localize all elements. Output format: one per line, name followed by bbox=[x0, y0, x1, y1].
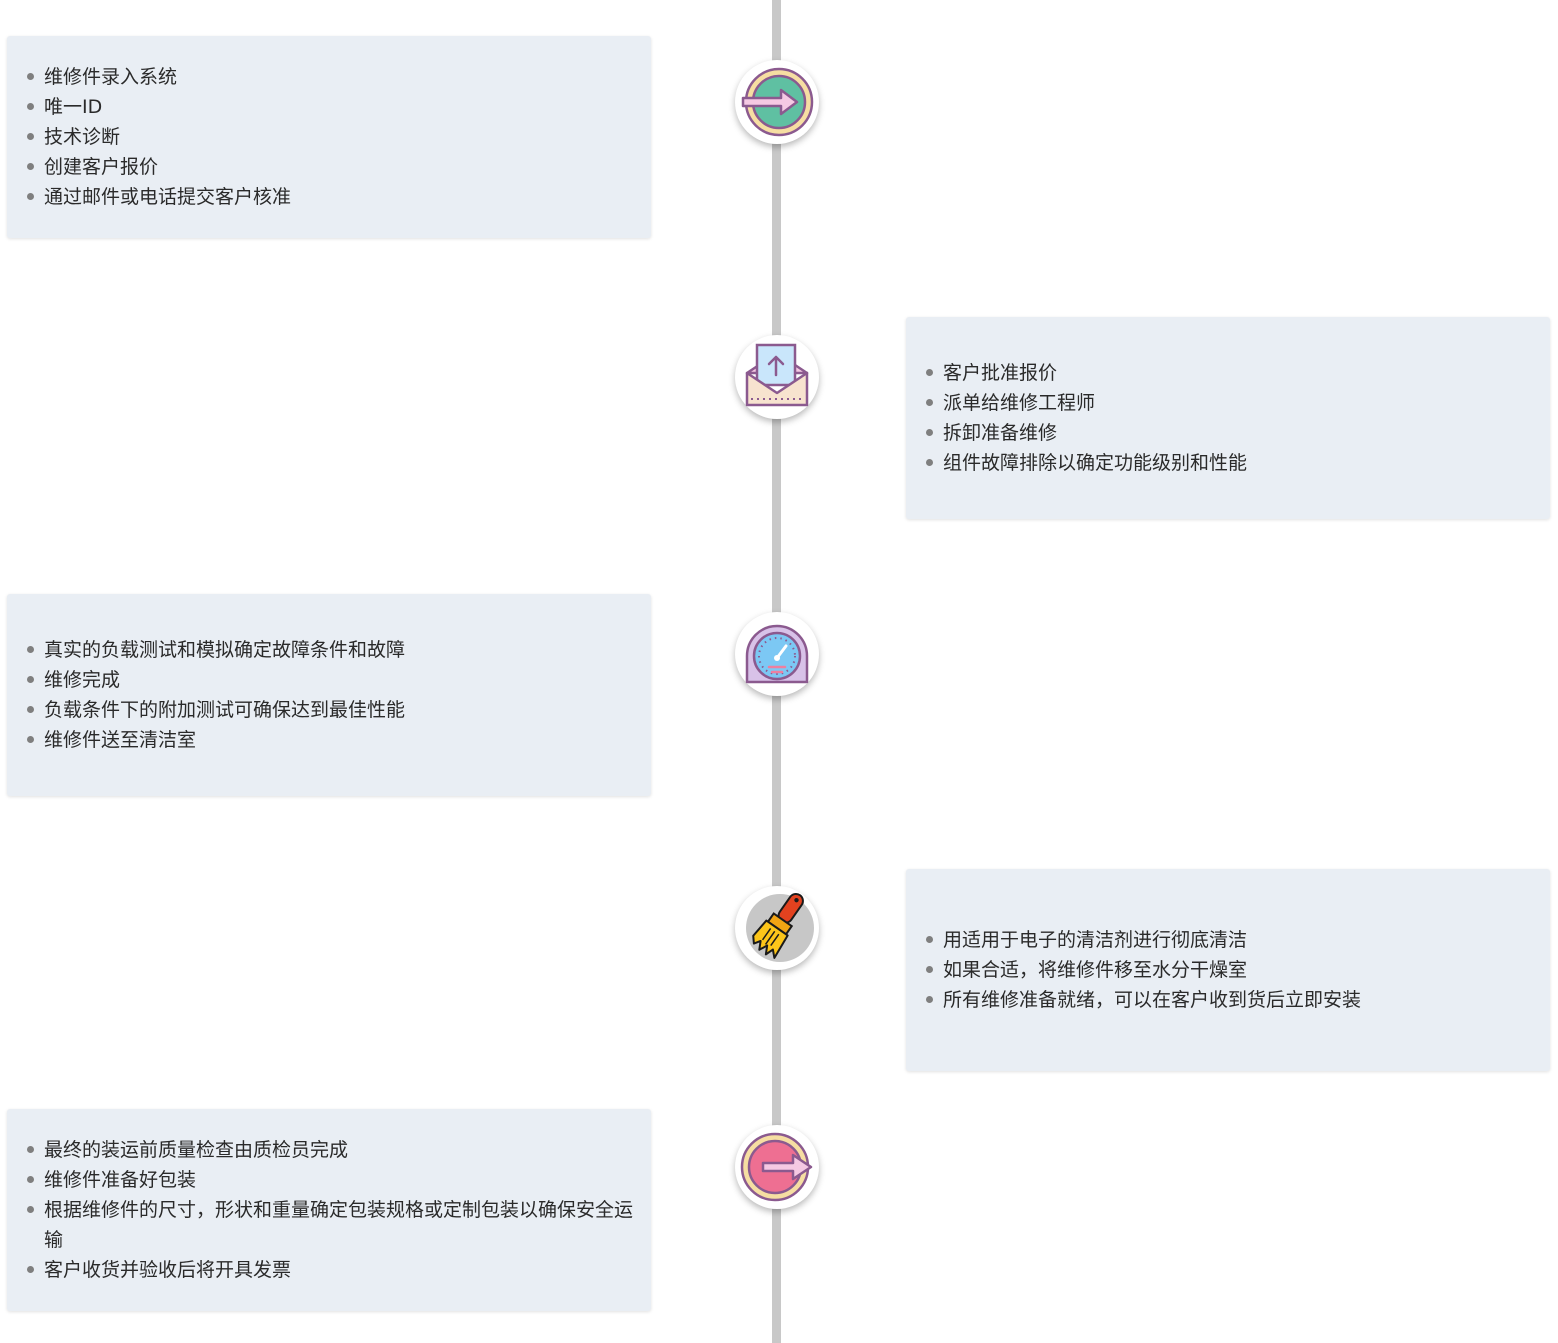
step-3-list: 真实的负载测试和模拟确定故障条件和故障 维修完成 负载条件下的附加测试可确保达到… bbox=[27, 635, 635, 755]
speedometer-icon bbox=[745, 624, 809, 684]
list-item: 真实的负载测试和模拟确定故障条件和故障 bbox=[27, 635, 635, 665]
step-card-2: 客户批准报价 派单给维修工程师 拆卸准备维修 组件故障排除以确定功能级别和性能 bbox=[906, 317, 1550, 519]
list-item: 创建客户报价 bbox=[27, 152, 635, 182]
list-item: 如果合适，将维修件移至水分干燥室 bbox=[926, 955, 1534, 985]
sign-in-icon bbox=[741, 67, 814, 137]
list-item: 组件故障排除以确定功能级别和性能 bbox=[926, 448, 1534, 478]
step-node-3 bbox=[735, 612, 819, 696]
list-item: 维修件录入系统 bbox=[27, 62, 635, 92]
step-node-2 bbox=[735, 335, 819, 419]
envelope-upload-icon bbox=[745, 343, 809, 407]
step-node-1 bbox=[735, 60, 819, 144]
step-card-4: 用适用于电子的清洁剂进行彻底清洁 如果合适，将维修件移至水分干燥室 所有维修准备… bbox=[906, 869, 1550, 1071]
list-item: 客户批准报价 bbox=[926, 358, 1534, 388]
step-2-list: 客户批准报价 派单给维修工程师 拆卸准备维修 组件故障排除以确定功能级别和性能 bbox=[926, 358, 1534, 478]
step-card-5: 最终的装运前质量检查由质检员完成 维修件准备好包装 根据维修件的尺寸，形状和重量… bbox=[7, 1109, 651, 1311]
list-item: 根据维修件的尺寸，形状和重量确定包装规格或定制包装以确保安全运输 bbox=[27, 1195, 635, 1255]
step-1-list: 维修件录入系统 唯一ID 技术诊断 创建客户报价 通过邮件或电话提交客户核准 bbox=[27, 62, 635, 212]
step-card-3: 真实的负载测试和模拟确定故障条件和故障 维修完成 负载条件下的附加测试可确保达到… bbox=[7, 594, 651, 796]
list-item: 技术诊断 bbox=[27, 122, 635, 152]
step-card-1: 维修件录入系统 唯一ID 技术诊断 创建客户报价 通过邮件或电话提交客户核准 bbox=[7, 36, 651, 238]
list-item: 所有维修准备就绪，可以在客户收到货后立即安装 bbox=[926, 985, 1534, 1015]
list-item: 通过邮件或电话提交客户核准 bbox=[27, 182, 635, 212]
step-5-list: 最终的装运前质量检查由质检员完成 维修件准备好包装 根据维修件的尺寸，形状和重量… bbox=[27, 1135, 635, 1285]
step-4-list: 用适用于电子的清洁剂进行彻底清洁 如果合适，将维修件移至水分干燥室 所有维修准备… bbox=[926, 925, 1534, 1015]
list-item: 最终的装运前质量检查由质检员完成 bbox=[27, 1135, 635, 1165]
step-node-5 bbox=[735, 1125, 819, 1209]
list-item: 维修完成 bbox=[27, 665, 635, 695]
step-node-4 bbox=[735, 886, 819, 970]
list-item: 拆卸准备维修 bbox=[926, 418, 1534, 448]
list-item: 客户收货并验收后将开具发票 bbox=[27, 1255, 635, 1285]
sign-out-icon bbox=[740, 1132, 813, 1202]
list-item: 派单给维修工程师 bbox=[926, 388, 1534, 418]
list-item: 用适用于电子的清洁剂进行彻底清洁 bbox=[926, 925, 1534, 955]
list-item: 维修件送至清洁室 bbox=[27, 725, 635, 755]
list-item: 唯一ID bbox=[27, 92, 635, 122]
list-item: 维修件准备好包装 bbox=[27, 1165, 635, 1195]
list-item: 负载条件下的附加测试可确保达到最佳性能 bbox=[27, 695, 635, 725]
paint-brush-icon bbox=[746, 892, 814, 962]
